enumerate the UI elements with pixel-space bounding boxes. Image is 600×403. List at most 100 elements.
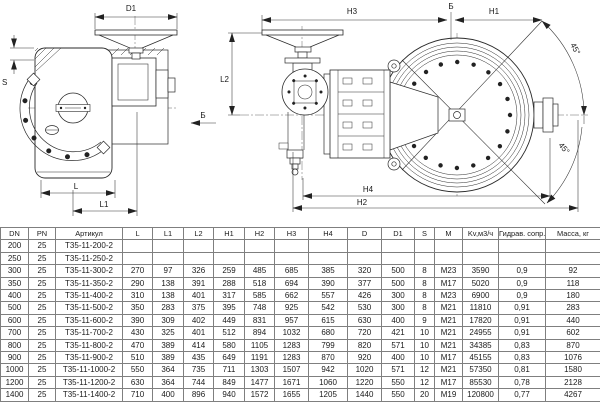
table-cell: 894	[244, 326, 275, 340]
table-cell: 700	[0, 326, 29, 340]
table-cell: 1655	[274, 388, 309, 402]
table-cell: 1580	[545, 363, 600, 377]
table-cell: 942	[308, 363, 348, 377]
table-cell: 401	[183, 326, 214, 340]
table-cell	[347, 239, 382, 253]
dim-label-h3: H3	[347, 7, 358, 16]
view-label-b-side: Б	[200, 111, 205, 120]
table-cell: 557	[308, 289, 348, 303]
table-cell: M17	[434, 375, 463, 390]
table-cell: 711	[213, 363, 245, 377]
table-cell: 470	[122, 338, 153, 353]
table-cell: 364	[152, 375, 184, 390]
table-cell	[462, 239, 499, 253]
table-cell: 485	[244, 264, 275, 278]
table-cell: 25	[28, 239, 56, 253]
table-cell	[152, 239, 184, 253]
table-cell: 550	[122, 363, 153, 377]
table-cell: 1303	[244, 363, 275, 377]
table-cell: 744	[183, 375, 214, 390]
column-header: D1	[381, 226, 415, 241]
table-cell: 662	[274, 289, 309, 303]
table-cell: 389	[152, 338, 184, 353]
table-cell: 402	[183, 313, 214, 328]
table-cell: Т35-11-700-2	[55, 326, 123, 340]
table-cell: M23	[434, 289, 463, 303]
table-cell: 800	[0, 338, 29, 353]
table-cell: 10	[414, 338, 435, 353]
table-cell: 0,81	[498, 363, 546, 377]
table-cell: 350	[0, 276, 29, 291]
table-cell: 9	[414, 313, 435, 328]
table-cell: Т35-11-1200-2	[55, 375, 123, 390]
table-cell: 530	[347, 301, 382, 315]
column-header: H4	[308, 226, 348, 241]
table-cell: 401	[183, 289, 214, 303]
front-view	[240, 20, 588, 205]
table-cell: Т35-11-1400-2	[55, 388, 123, 402]
table-cell: 449	[213, 313, 245, 328]
table-cell: 940	[213, 388, 245, 402]
table-cell: 1200	[0, 375, 29, 390]
table-cell: 8	[414, 264, 435, 278]
table-cell: 585	[244, 289, 275, 303]
table-cell: 5020	[462, 276, 499, 291]
column-header: S	[414, 226, 435, 241]
table-cell: 542	[308, 301, 348, 315]
table-cell	[152, 251, 184, 266]
table-cell: 799	[308, 338, 348, 353]
table-cell: Т35-11-350-2	[55, 276, 123, 291]
table-cell	[308, 239, 348, 253]
column-header: Масса, кг	[545, 226, 600, 241]
table-cell: 550	[381, 375, 415, 390]
table-cell: 1507	[274, 363, 309, 377]
table-cell	[434, 251, 463, 266]
table-cell	[244, 251, 275, 266]
table-cell: Т35-11-600-2	[55, 313, 123, 328]
column-header: L	[122, 226, 153, 241]
table-cell: 25	[28, 351, 56, 365]
table-cell: Т35-11-500-2	[55, 301, 123, 315]
table-cell: 300	[381, 301, 415, 315]
table-cell: Т35-11-800-2	[55, 338, 123, 353]
table-cell: 957	[274, 313, 309, 328]
table-cell: 4267	[545, 388, 600, 402]
table-cell: 25	[28, 264, 56, 278]
table-cell: 200	[0, 239, 29, 253]
table-cell: 820	[347, 338, 382, 353]
table-cell: 500	[0, 301, 29, 315]
table-cell: 0,9	[498, 289, 546, 303]
table-cell: 138	[152, 276, 184, 291]
column-header: H1	[213, 226, 245, 241]
table-cell: 710	[122, 388, 153, 402]
table-cell	[545, 251, 600, 266]
table-cell: 1671	[274, 375, 309, 390]
table-cell	[213, 239, 245, 253]
table-cell: 25	[28, 363, 56, 377]
table-cell: 1191	[244, 351, 275, 365]
table-cell: 391	[183, 276, 214, 291]
table-cell: 11810	[462, 301, 499, 315]
table-cell: 180	[545, 289, 600, 303]
table-cell	[545, 239, 600, 253]
table-cell: 630	[347, 313, 382, 328]
table-cell: 138	[152, 289, 184, 303]
table-cell: 600	[0, 313, 29, 328]
table-cell: 680	[308, 326, 348, 340]
table-cell: 920	[347, 351, 382, 365]
table-cell: 24955	[462, 326, 499, 340]
table-cell: M21	[434, 338, 463, 353]
column-header: Артикул	[55, 226, 123, 241]
table-cell: 1283	[274, 338, 309, 353]
table-cell: 395	[213, 301, 245, 315]
table-cell: 390	[122, 313, 153, 328]
table-cell: Т35-11-300-2	[55, 264, 123, 278]
table-cell	[462, 251, 499, 266]
table-cell	[274, 239, 309, 253]
table-cell: 118	[545, 276, 600, 291]
